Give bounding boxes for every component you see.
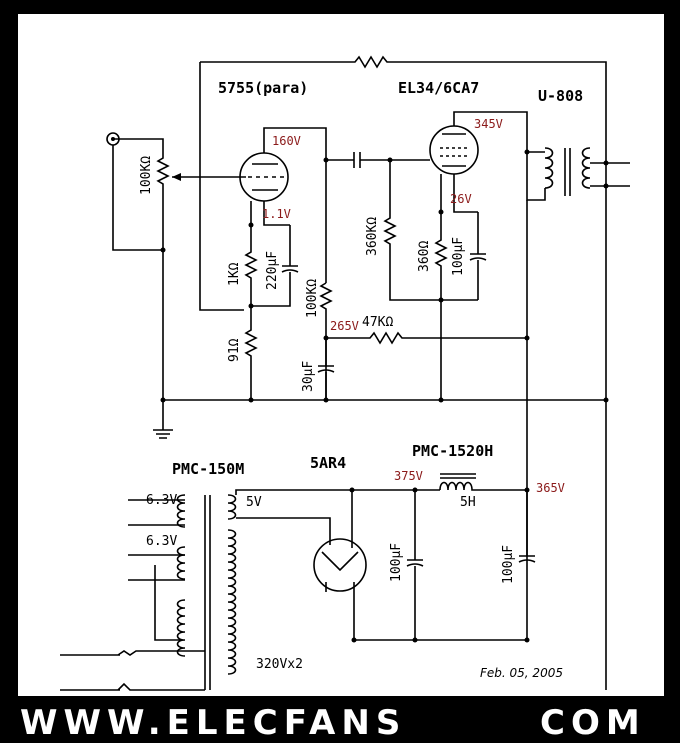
paper — [18, 14, 664, 696]
b-plus-driver-voltage: 265V — [330, 319, 359, 333]
watermark-bar — [0, 696, 680, 743]
out-cathode-c-label: 100μF — [451, 237, 466, 276]
driver-plate-voltage: 160V — [272, 134, 301, 148]
output-tube-label: EL34/6CA7 — [398, 79, 479, 97]
choke-label: PMC-1520H — [412, 442, 493, 460]
choke-out-voltage: 365V — [536, 481, 565, 495]
decouple-r-label: 47KΩ — [362, 315, 393, 330]
output-cathode-voltage: 26V — [450, 192, 472, 206]
cathode-c-label: 220μF — [265, 251, 280, 290]
ht-secondary-label: 320Vx2 — [256, 657, 303, 672]
watermark-left: WWW.ELECFANS — [20, 703, 406, 743]
decouple-c-label: 30μF — [301, 361, 316, 392]
filter-c2-label: 100μF — [501, 545, 516, 584]
output-plate-voltage: 345V — [474, 117, 503, 131]
filter-c1-label: 100μF — [389, 543, 404, 582]
driver-cathode-voltage: 1.1V — [262, 207, 291, 221]
choke-value-label: 5H — [460, 495, 476, 510]
watermark-right: COM — [540, 703, 646, 743]
out-cathode-r-label: 360Ω — [417, 241, 432, 272]
cathode-r-label: 1KΩ — [227, 262, 242, 286]
rect-out-voltage: 375V — [394, 469, 423, 483]
power-transformer-label: PMC-150M — [172, 460, 244, 478]
output-transformer-label: U-808 — [538, 87, 583, 105]
heater-1-label: 6.3V — [146, 493, 177, 508]
heater-2-label: 6.3V — [146, 534, 177, 549]
rect-heater-label: 5V — [246, 495, 262, 510]
date-label: Feb. 05, 2005 — [480, 666, 563, 680]
plate-r-label: 100KΩ — [305, 279, 320, 318]
out-grid-r-label: 360KΩ — [365, 217, 380, 256]
volume-pot-label: 100KΩ — [139, 156, 154, 195]
grid-r-label: 91Ω — [227, 338, 242, 362]
rectifier-label: 5AR4 — [310, 454, 346, 472]
driver-tube-label: 5755(para) — [218, 79, 308, 97]
